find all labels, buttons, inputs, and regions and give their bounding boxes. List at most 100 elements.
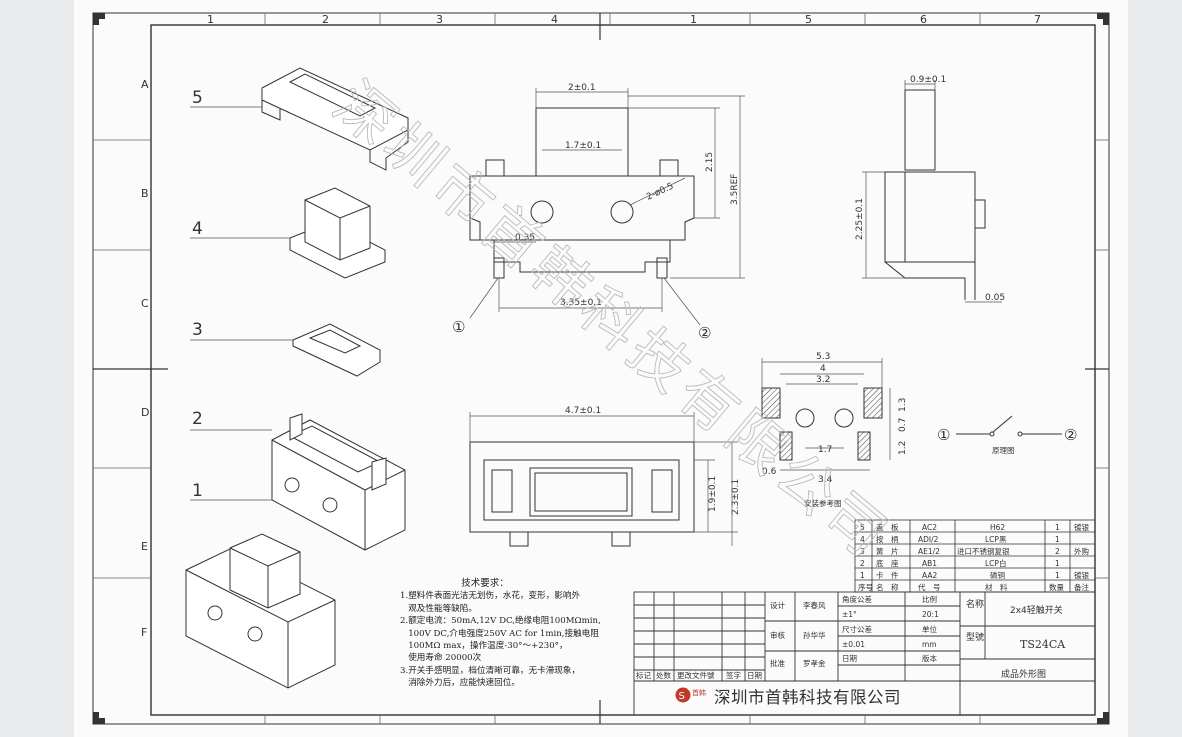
col-number: 7 bbox=[1034, 13, 1041, 26]
pcb-layout bbox=[761, 358, 891, 471]
requirement-line: 消除外力后，应能快速回位。 bbox=[400, 678, 520, 689]
unit-value: mm bbox=[922, 640, 937, 649]
schematic-right: ② bbox=[1064, 426, 1077, 444]
name-label: 名称 bbox=[966, 598, 984, 610]
pcb-dim: 3.4 bbox=[818, 475, 833, 485]
dim-width: 4.7±0.1 bbox=[565, 406, 601, 416]
terminal-label-2: ② bbox=[698, 324, 711, 342]
pcb-dim: 1.3 bbox=[898, 398, 908, 412]
dim-lead: 0.05 bbox=[985, 293, 1005, 303]
requirements-title: 技术要求： bbox=[461, 578, 509, 589]
exploded-view bbox=[185, 67, 409, 689]
rev-header: 处数 bbox=[656, 670, 671, 680]
bom-cell: 5 bbox=[860, 523, 865, 532]
col-number: 2 bbox=[322, 13, 329, 26]
dim-hole: 2-ø0.5 bbox=[645, 181, 675, 202]
version-label: 版本 bbox=[922, 653, 937, 663]
company-logo-icon: S 首韩 bbox=[675, 687, 706, 703]
schematic-left: ① bbox=[937, 426, 950, 444]
bom-cell: 1 bbox=[1055, 535, 1060, 544]
bom-header: 备注 bbox=[1074, 582, 1090, 592]
requirement-line: 100V DC,介电强度250V AC for 1min,接触电阻 bbox=[400, 628, 599, 639]
dim-inner-width: 1.7±0.1 bbox=[565, 141, 601, 151]
part-label: 1 bbox=[192, 481, 203, 501]
title-block bbox=[633, 591, 1096, 716]
svg-text:S: S bbox=[679, 691, 685, 702]
company-name: 深圳市首韩科技有限公司 bbox=[714, 688, 901, 707]
bom-cell: H62 bbox=[990, 523, 1005, 532]
bom-cell: 外购 bbox=[1074, 546, 1089, 556]
row-letter: E bbox=[141, 540, 148, 553]
bom-cell: AA2 bbox=[922, 571, 937, 580]
watermark: 深圳市首韩科技有限公司 bbox=[321, 69, 904, 574]
dim-height-total: 3.5REF bbox=[730, 174, 740, 205]
schematic bbox=[956, 415, 1062, 437]
scale-label: 比例 bbox=[922, 594, 937, 604]
bottom-view bbox=[469, 412, 738, 547]
pcb-caption: 安装参考图 bbox=[804, 498, 842, 508]
row-letters: A B C D E F bbox=[141, 78, 149, 639]
row-letter: B bbox=[141, 187, 149, 200]
col-number: 4 bbox=[551, 13, 558, 26]
bom-cell: 卡 件 bbox=[876, 570, 899, 580]
part-labels: 5 4 3 2 1 bbox=[192, 88, 203, 501]
bom-header: 序号 bbox=[858, 582, 873, 592]
pcb-dim: 5.3 bbox=[816, 352, 830, 362]
dim-terminal: 0.35 bbox=[515, 233, 535, 243]
bom-cell: 镀银 bbox=[1074, 570, 1090, 580]
review-label: 审核 bbox=[770, 630, 785, 640]
schematic-caption: 原理图 bbox=[992, 446, 1015, 455]
dim-height-b: 2.3±0.1 bbox=[731, 479, 741, 515]
part-label: 2 bbox=[192, 409, 203, 429]
drawing-title: 成品外形图 bbox=[1001, 668, 1046, 680]
bom-cell: ADI/2 bbox=[918, 535, 939, 544]
bom-cell: AE1/2 bbox=[918, 547, 940, 556]
dim-width: 0.9±0.1 bbox=[910, 75, 946, 85]
column-numbers: 1 2 3 4 1 5 6 7 bbox=[207, 13, 1041, 26]
rev-header: 日期 bbox=[747, 671, 762, 680]
title-block-text: 设计 李春风 审核 孙华华 批准 罗孝金 角度公差 ±1° 比例 20:1 尺寸… bbox=[636, 594, 1066, 680]
pcb-layout-dims: 5.3 4 3.2 1.3 0.7 1.2 1.7 3.4 0.6 安装参考图 bbox=[762, 352, 908, 508]
row-letter: A bbox=[141, 78, 149, 91]
bom-cell: 镀银 bbox=[1074, 522, 1090, 532]
bom-cell: 1 bbox=[860, 571, 865, 580]
dim-height: 2.25±0.1 bbox=[855, 198, 865, 240]
bom-cell: 盖 板 bbox=[876, 522, 899, 532]
bom-cell: 底 座 bbox=[876, 558, 899, 568]
col-number: 1 bbox=[207, 13, 214, 26]
approve-name: 罗孝金 bbox=[803, 658, 826, 668]
bom-cell: 1 bbox=[1055, 571, 1060, 580]
dim-height-a: 1.9±0.1 bbox=[708, 476, 718, 512]
pcb-dim: 0.6 bbox=[762, 467, 777, 477]
row-letter: F bbox=[141, 626, 147, 639]
dim-terminal-pitch: 3.35±0.1 bbox=[560, 298, 602, 308]
bom-table bbox=[854, 519, 1096, 593]
bom-header: 代 号 bbox=[918, 582, 941, 592]
col-number: 5 bbox=[805, 13, 812, 26]
bom-cell: 簧 片 bbox=[876, 546, 899, 556]
bom-cell: 4 bbox=[860, 535, 865, 544]
part-label: 5 bbox=[192, 88, 203, 108]
front-view bbox=[469, 88, 745, 326]
bom-cell: LCP黑 bbox=[985, 535, 1007, 544]
drawing-sheet: 1 2 3 4 1 5 6 7 A B C D E F bbox=[74, 0, 1128, 737]
bom-cell: 按 柄 bbox=[876, 534, 899, 544]
requirement-line: 100MΩ max，操作温度-30°～+230°， bbox=[400, 641, 568, 652]
bom-cell: 3 bbox=[860, 547, 865, 556]
scale-value: 20:1 bbox=[922, 610, 939, 619]
rev-header: 更改文件號 bbox=[677, 670, 715, 680]
bom-cell: AB1 bbox=[922, 559, 937, 568]
requirement-line: 3.开关手感明显，档位清晰可靠，无卡滞现象， bbox=[400, 665, 581, 676]
dim-top-width: 2±0.1 bbox=[568, 83, 596, 93]
bom-cell: AC2 bbox=[922, 523, 937, 532]
pcb-dim: 4 bbox=[820, 364, 826, 374]
side-view bbox=[862, 80, 1002, 303]
row-letter: C bbox=[141, 297, 149, 310]
technical-requirements: 技术要求： 1.塑料件表面光洁无划伤，水花，变形，影响外 观及性能等缺陷。 2.… bbox=[400, 578, 640, 690]
rev-header: 签字 bbox=[726, 670, 741, 680]
design-name: 李春风 bbox=[803, 600, 826, 610]
size-tol-value: ±0.01 bbox=[842, 640, 865, 649]
pcb-dim: 0.7 bbox=[898, 418, 908, 432]
pcb-dim: 1.2 bbox=[898, 441, 908, 455]
bom-header: 名 称 bbox=[876, 582, 899, 592]
